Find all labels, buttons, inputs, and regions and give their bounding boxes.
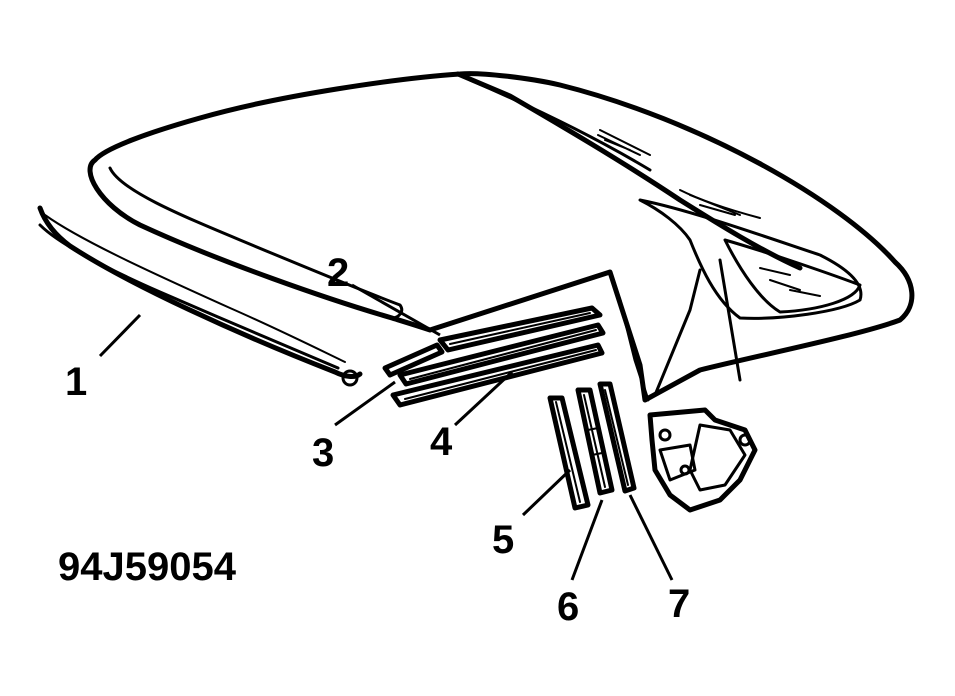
leader-line-6 xyxy=(570,499,604,581)
upper-rail-part-4 xyxy=(390,342,605,408)
leader-line-7 xyxy=(628,494,674,581)
leader-line-1 xyxy=(98,313,142,358)
leader-line-5 xyxy=(521,468,572,517)
upper-rail-part-2 xyxy=(437,305,603,353)
figure-id: 94J59054 xyxy=(58,545,237,589)
pillar-seal-part-7 xyxy=(597,381,637,494)
leader-line-2 xyxy=(351,283,441,337)
callout-3: 3 xyxy=(312,431,334,475)
leader-line-3 xyxy=(334,380,396,427)
callout-5: 5 xyxy=(492,518,514,562)
leader-line-4 xyxy=(453,370,514,427)
callout-7: 7 xyxy=(668,582,690,626)
callout-2: 2 xyxy=(327,251,349,295)
upper-rail-part-3 xyxy=(382,322,606,387)
hinge-mechanism xyxy=(647,407,758,513)
callout-6: 6 xyxy=(557,585,579,629)
pillar-seal-part-6 xyxy=(575,387,615,496)
convertible-top-shell xyxy=(87,71,915,403)
weatherstrip-part-1 xyxy=(37,205,363,387)
callout-4: 4 xyxy=(430,420,453,464)
callout-1: 1 xyxy=(65,360,87,404)
